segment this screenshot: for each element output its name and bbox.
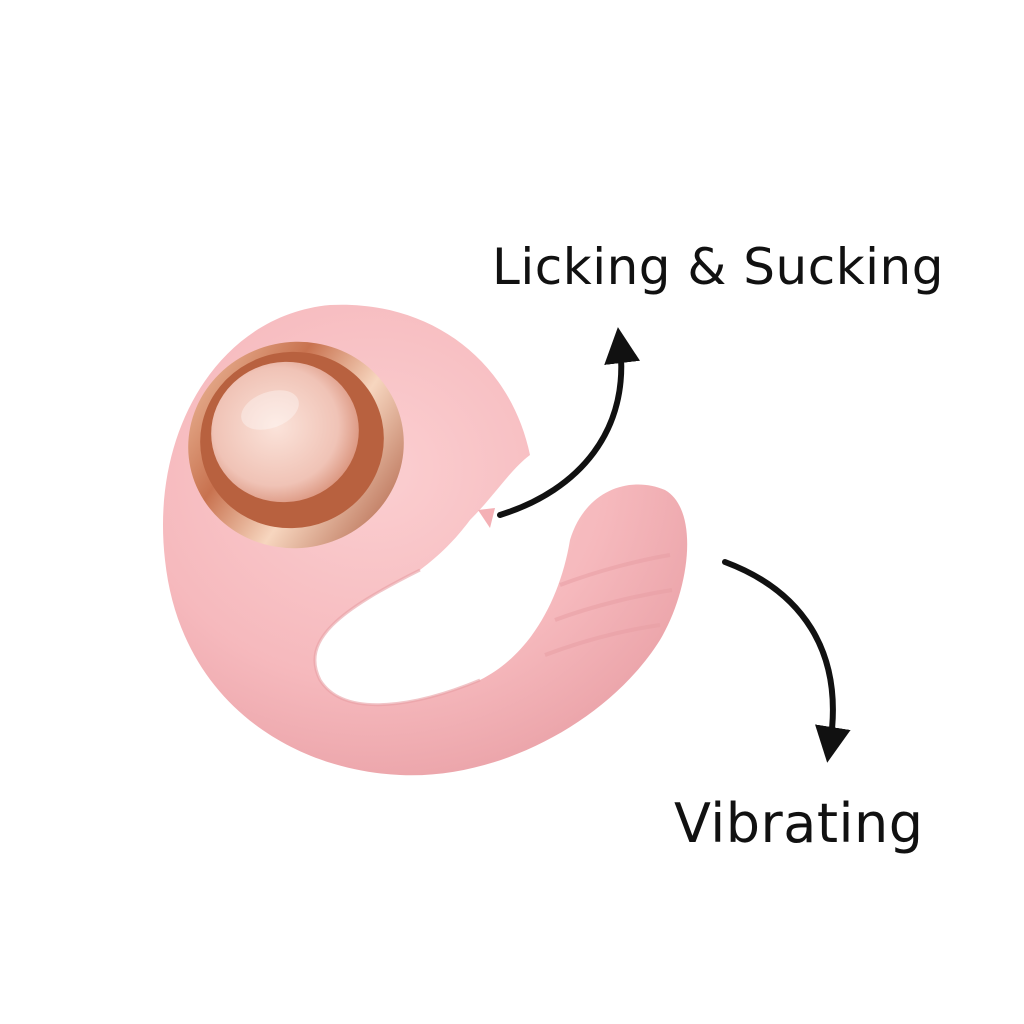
arrow-up-icon: [497, 327, 640, 518]
arrow-down-icon: [722, 559, 851, 763]
suction-ring: [188, 341, 404, 549]
vibrating-label: Vibrating: [674, 792, 924, 855]
licking-sucking-label: Licking & Sucking: [492, 238, 944, 296]
